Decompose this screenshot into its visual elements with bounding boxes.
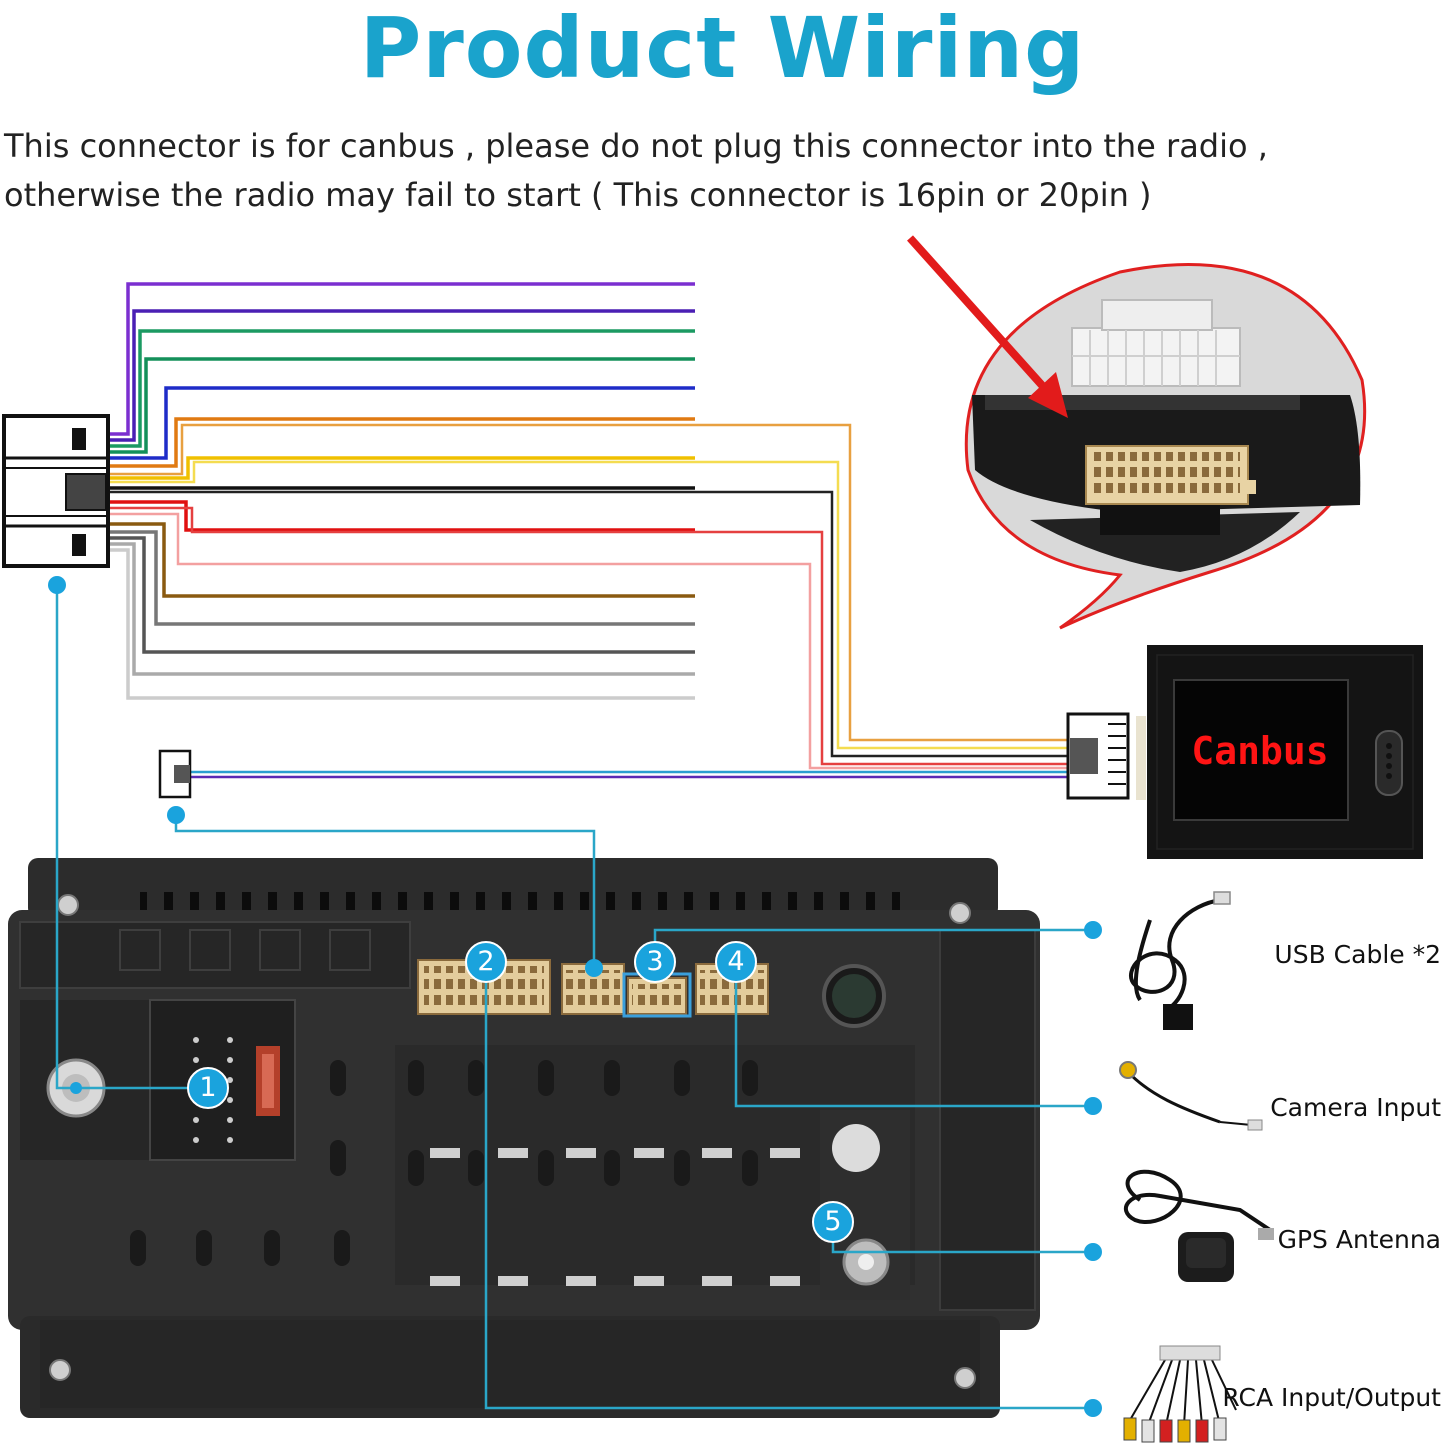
canbus-port-callout <box>964 263 1367 630</box>
camera-input-label: Camera Input <box>1270 1093 1441 1122</box>
number-badges <box>187 941 854 1243</box>
page-title: Product Wiring <box>359 0 1086 97</box>
note-line-2: otherwise the radio may fail to start ( … <box>4 176 1152 214</box>
radio-connectors <box>417 959 769 1018</box>
canbus-box <box>1147 645 1423 859</box>
badge-2: 2 <box>477 946 495 977</box>
rca-label: RCA Input/Output <box>1222 1383 1441 1412</box>
gps-antenna-label: GPS Antenna <box>1277 1225 1441 1254</box>
rca-cable-icon <box>1123 1345 1237 1443</box>
usb-cable-label: USB Cable *2 <box>1274 940 1441 969</box>
head-unit-back <box>8 858 1040 1418</box>
badge-3: 3 <box>646 946 664 977</box>
canbus-label: Canbus <box>1191 729 1329 773</box>
badge-4: 4 <box>727 946 745 977</box>
gps-antenna-icon <box>1123 1169 1274 1282</box>
iso-connector <box>2 414 110 568</box>
camera-cable-icon <box>1119 1061 1263 1131</box>
red-arrow-icon <box>907 235 1068 418</box>
badge-1: 1 <box>199 1072 217 1103</box>
small-connector <box>158 749 192 799</box>
canbus-harness-connector <box>1066 712 1146 800</box>
note-line-1: This connector is for canbus , please do… <box>4 127 1268 165</box>
canbus-socket <box>1085 445 1256 505</box>
badge-5: 5 <box>824 1206 842 1237</box>
callout-dots <box>48 576 1102 1417</box>
usb-cable-icon <box>1129 891 1231 1030</box>
white-plug <box>1071 299 1241 387</box>
canbus-warning-note: This connector is for canbus , please do… <box>4 122 1304 220</box>
main-wire-harness <box>108 282 1068 779</box>
